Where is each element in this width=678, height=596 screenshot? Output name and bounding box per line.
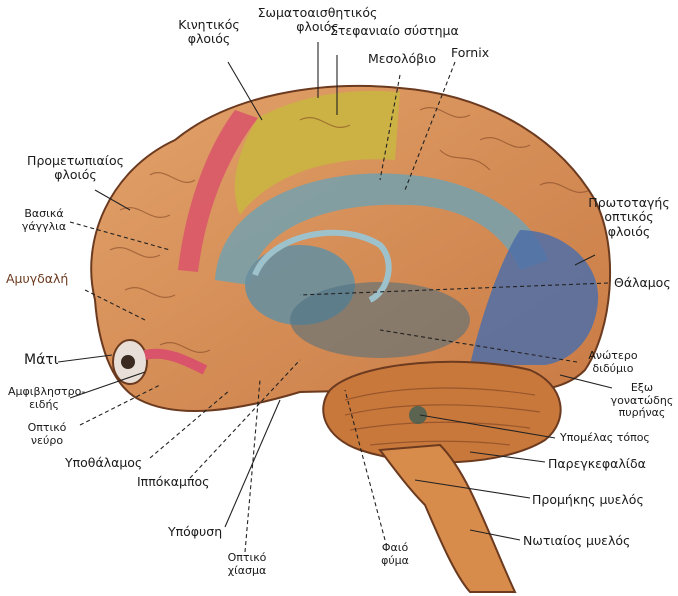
label-primary-visual-cortex: Πρωτοταγής οπτικός φλοιός: [588, 195, 670, 239]
label-medulla: Προμήκης μυελός: [532, 492, 644, 507]
label-pineal: Φαιό φύμα: [381, 541, 409, 567]
label-premotor-cortex: Προμετωπιαίος φλοιός: [27, 153, 124, 183]
label-midbrain: Μεσολόβιο: [368, 51, 437, 66]
motor-cortex-band: [178, 110, 258, 272]
label-hypothalamus: Υποθάλαμος: [65, 455, 143, 470]
label-spinal-cord: Νωτιαίος μυελός: [523, 533, 631, 548]
label-basal-ganglia: Βασικά γάγγλια: [21, 207, 67, 233]
leader-lines: [57, 42, 613, 553]
label-fornix: Fornix: [451, 45, 490, 60]
label-thalamus: Θάλαμος: [614, 275, 671, 290]
label-optic-nerve: Οπτικό νεύρο: [27, 421, 67, 447]
cerebellum-shape: [322, 360, 562, 464]
gyri-texture: [109, 107, 591, 353]
optic-nerve-shape: [143, 348, 208, 375]
limbic-ring: [215, 173, 548, 285]
pupil-shape: [121, 355, 135, 369]
label-cerebellar-peduncle: Υπομέλας τόπος: [560, 431, 650, 444]
label-optic-chiasm: Οπτικό χίασμα: [227, 551, 267, 577]
label-lateral-geniculate: Εξω γονατώδης πυρήνας: [610, 381, 674, 420]
label-amygdala: Αμυγδαλή: [6, 271, 69, 286]
visual-cortex-region: [470, 230, 599, 365]
label-pituitary: Υπόφυση: [168, 524, 223, 539]
label-cerebellum: Παρεγκεφαλίδα: [548, 456, 646, 471]
deep-nuclei: [290, 282, 470, 358]
label-somatosensory-cortex: Σωματοαισθητικός φλοιός: [257, 5, 378, 35]
brainstem-shape: [378, 443, 517, 593]
fornix-arc: [252, 229, 392, 303]
cerebellum-folia: [344, 387, 541, 446]
somatosensory-cortex-band: [234, 90, 400, 215]
label-superior-colliculus: Ανώτερο διδύμιο: [588, 349, 638, 375]
label-motor-cortex: Κινητικός φλοιός: [178, 17, 240, 47]
label-hippocampus: Ιππόκαμπος: [137, 474, 210, 489]
label-limbic-system: Στεφανιαίο σύστημα: [330, 23, 459, 38]
label-retina: Αμφιβληστρο- ειδής: [8, 385, 86, 411]
dentate-spot: [409, 406, 427, 424]
label-eye: Μάτι: [24, 352, 59, 368]
